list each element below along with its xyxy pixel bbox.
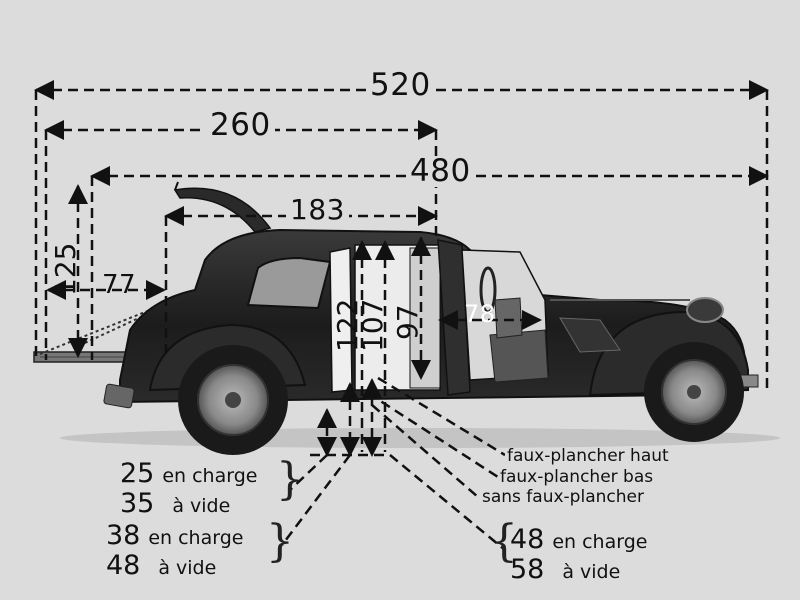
dimension-interior-height-2: 107 <box>356 298 389 352</box>
dimension-rear-depth: 77 <box>102 270 137 300</box>
clearance-c-empty-label: à vide <box>562 561 621 583</box>
dimension-seat-depth: 78 <box>464 300 496 328</box>
brace-a: } <box>276 454 304 505</box>
dimension-rear-height: 125 <box>49 242 82 296</box>
clearance-b-empty: 48 à vide <box>106 552 216 579</box>
floor-label-low: faux-plancher bas <box>498 467 656 487</box>
clearance-a-empty: 35 à vide <box>120 490 230 517</box>
clearance-c-empty-value: 58 <box>510 554 545 585</box>
clearance-b-loaded: 38 en charge <box>106 522 243 549</box>
clearance-b-empty-label: à vide <box>158 557 217 579</box>
clearance-b-loaded-value: 38 <box>106 520 141 551</box>
clearance-c-loaded: 48 en charge <box>510 526 647 553</box>
dimension-rear-opening: 183 <box>286 196 349 224</box>
dimension-overall-length: 520 <box>366 70 435 101</box>
floor-label-none: sans faux-plancher <box>480 487 646 507</box>
clearance-c-empty: 58 à vide <box>510 556 620 583</box>
dimension-interior-height-3: 97 <box>391 304 424 340</box>
clearance-a-empty-value: 35 <box>120 488 155 519</box>
clearance-b-empty-value: 48 <box>106 550 141 581</box>
floor-label-high: faux-plancher haut <box>505 446 671 466</box>
dimension-wheelbase-span: 480 <box>406 156 475 187</box>
clearance-a-loaded-value: 25 <box>120 458 155 489</box>
brace-c: { <box>490 516 518 567</box>
front-wheel <box>644 342 744 442</box>
clearance-c-loaded-label: en charge <box>552 531 648 553</box>
clearance-a-empty-label: à vide <box>172 495 231 517</box>
clearance-a-loaded-label: en charge <box>162 465 258 487</box>
dimension-front-half: 260 <box>206 110 275 141</box>
clearance-a-loaded: 25 en charge <box>120 460 257 487</box>
rear-wheel <box>178 345 288 455</box>
clearance-b-loaded-label: en charge <box>148 527 244 549</box>
brace-b: } <box>266 516 294 567</box>
clearance-c-loaded-value: 48 <box>510 524 545 555</box>
